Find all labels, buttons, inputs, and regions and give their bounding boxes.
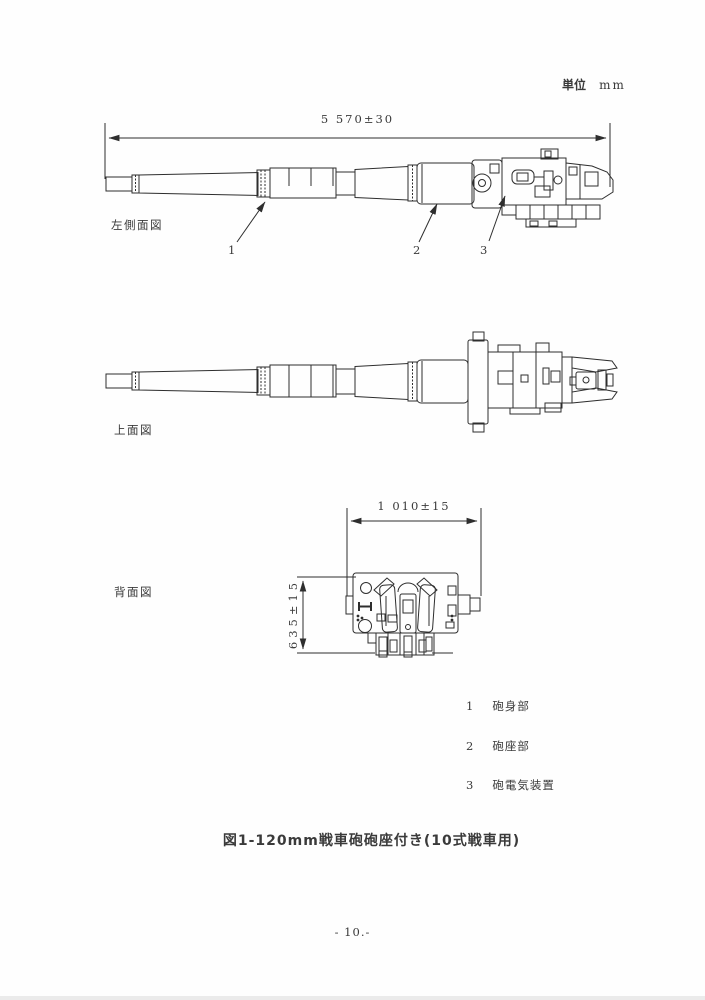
- top-view-drawing: [105, 331, 618, 433]
- legend-item: 3 砲電気装置: [466, 774, 555, 793]
- top-view-label: 上面図: [114, 423, 153, 437]
- rear-view-drawing: [297, 508, 482, 658]
- figure-caption: 図1-120mm戦車砲砲座付き(10式戦車用): [222, 833, 521, 849]
- unit-label: 単位: [562, 78, 587, 92]
- legend-label-3: 砲電気装置: [492, 778, 555, 792]
- legend-item: 1 砲身部: [466, 695, 530, 714]
- rear-view-width-dimension: 1 010±15: [377, 499, 451, 513]
- legend-item: 2 砲座部: [466, 735, 530, 754]
- legend-label-1: 砲身部: [492, 699, 530, 713]
- side-view-drawing: [104, 123, 614, 243]
- unit-value: mm: [599, 78, 626, 92]
- legend-number-2: 2: [466, 739, 474, 753]
- rear-view-label: 背面図: [114, 585, 153, 599]
- callout-number-1: 1: [228, 243, 236, 257]
- scan-edge-shadow: [0, 996, 705, 1000]
- callout-number-2: 2: [413, 243, 421, 257]
- side-view-length-dimension: 5 570±30: [320, 112, 395, 126]
- legend-label-2: 砲座部: [492, 739, 530, 753]
- callout-number-3: 3: [480, 243, 488, 257]
- side-view-label: 左側面図: [111, 218, 163, 232]
- legend-number-1: 1: [466, 699, 474, 713]
- unit-note: 単位 mm: [562, 74, 626, 93]
- legend-number-3: 3: [466, 778, 474, 792]
- page-number: - 10.-: [334, 925, 371, 939]
- rear-view-height-dimension: 635±15: [286, 578, 300, 650]
